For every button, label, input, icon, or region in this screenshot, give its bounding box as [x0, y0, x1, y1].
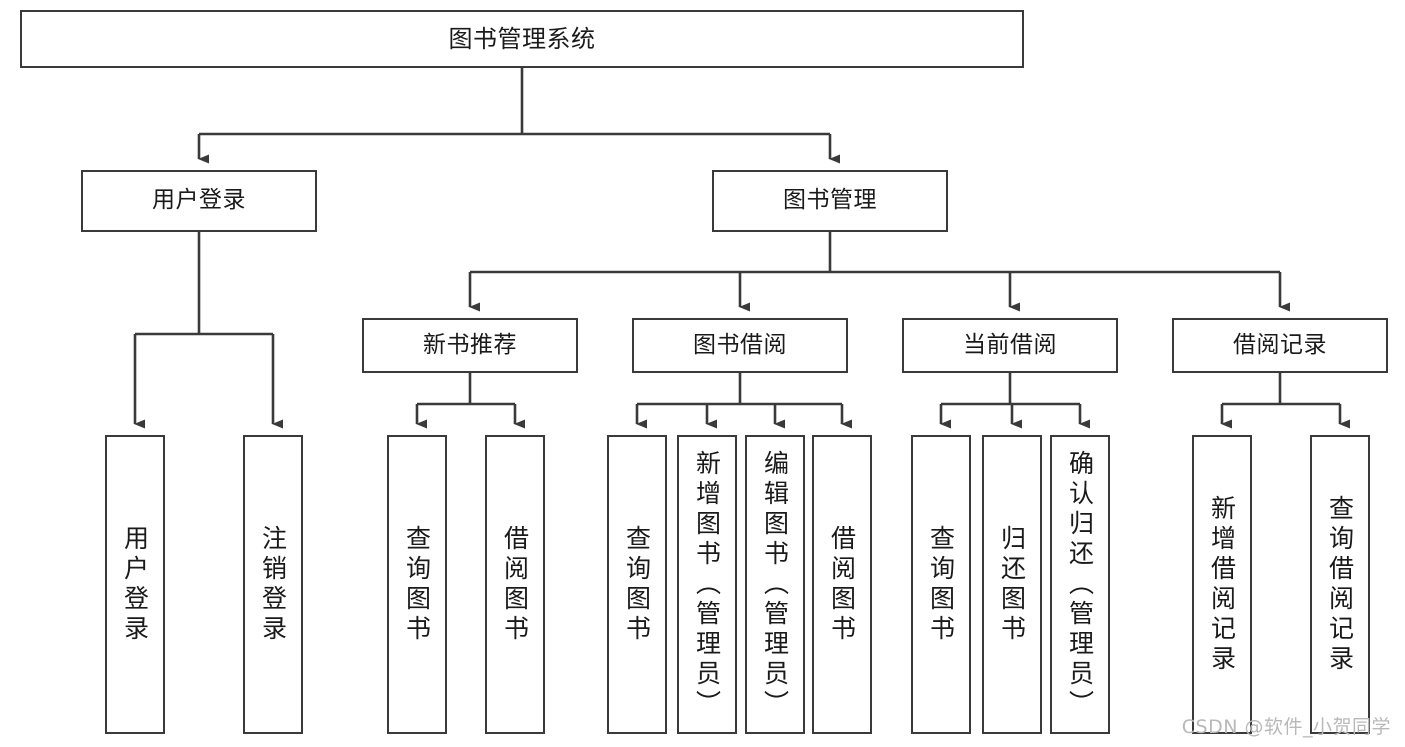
node-l10[interactable]: 归还图书: [982, 435, 1042, 734]
node-label: 用户登录: [120, 524, 150, 645]
connector-bus-current: [941, 373, 1080, 406]
node-l7[interactable]: 编辑图书（管理员）: [745, 435, 805, 734]
node-label: 图书管理: [783, 187, 877, 214]
node-label: 注销登录: [258, 524, 288, 645]
node-newbook[interactable]: 新书推荐: [362, 318, 578, 373]
node-l5[interactable]: 查询图书: [607, 435, 667, 734]
node-label: 归还图书: [997, 524, 1027, 645]
node-login[interactable]: 用户登录: [81, 170, 317, 232]
node-l4[interactable]: 借阅图书: [485, 435, 545, 734]
node-l6[interactable]: 新增图书（管理员）: [677, 435, 737, 734]
node-l12[interactable]: 新增借阅记录: [1192, 435, 1252, 734]
node-label: 当前借阅: [963, 331, 1057, 358]
node-l3[interactable]: 查询图书: [387, 435, 447, 734]
node-l9[interactable]: 查询图书: [911, 435, 971, 734]
node-label: 图书借阅: [693, 331, 787, 358]
node-bookmgmt[interactable]: 图书管理: [712, 170, 948, 232]
node-label: 查询图书: [926, 524, 956, 645]
connector-bus-newbook: [417, 373, 515, 406]
node-current[interactable]: 当前借阅: [902, 318, 1118, 373]
connector-bus-login: [135, 232, 273, 336]
node-label: 借阅记录: [1233, 331, 1327, 358]
node-label: 新增借阅记录: [1207, 494, 1237, 675]
node-label: 编辑图书（管理员）: [760, 449, 790, 720]
node-l11[interactable]: 确认归还（管理员）: [1050, 435, 1110, 734]
connector-bus-root: [199, 68, 830, 136]
node-label: 新增图书（管理员）: [692, 449, 722, 720]
node-label: 确认归还（管理员）: [1065, 449, 1095, 720]
node-label: 查询借阅记录: [1325, 494, 1355, 675]
node-root[interactable]: 图书管理系统: [20, 10, 1024, 68]
connector-bus-borrow: [637, 373, 842, 406]
node-label: 借阅图书: [500, 524, 530, 645]
node-label: 新书推荐: [423, 331, 517, 358]
node-l13[interactable]: 查询借阅记录: [1310, 435, 1370, 734]
node-label: 图书管理系统: [448, 24, 596, 53]
connector-bus-bookmgmt: [470, 232, 1280, 274]
node-records[interactable]: 借阅记录: [1172, 318, 1388, 373]
node-l2[interactable]: 注销登录: [243, 435, 303, 734]
node-label: 用户登录: [152, 187, 246, 214]
csdn-watermark: CSDN @软件_小贺同学: [1181, 716, 1391, 738]
node-label: 借阅图书: [827, 524, 857, 645]
node-label: 查询图书: [622, 524, 652, 645]
node-l1[interactable]: 用户登录: [105, 435, 165, 734]
node-label: 查询图书: [402, 524, 432, 645]
node-borrow[interactable]: 图书借阅: [632, 318, 848, 373]
node-l8[interactable]: 借阅图书: [812, 435, 872, 734]
connector-bus-records: [1222, 373, 1340, 406]
